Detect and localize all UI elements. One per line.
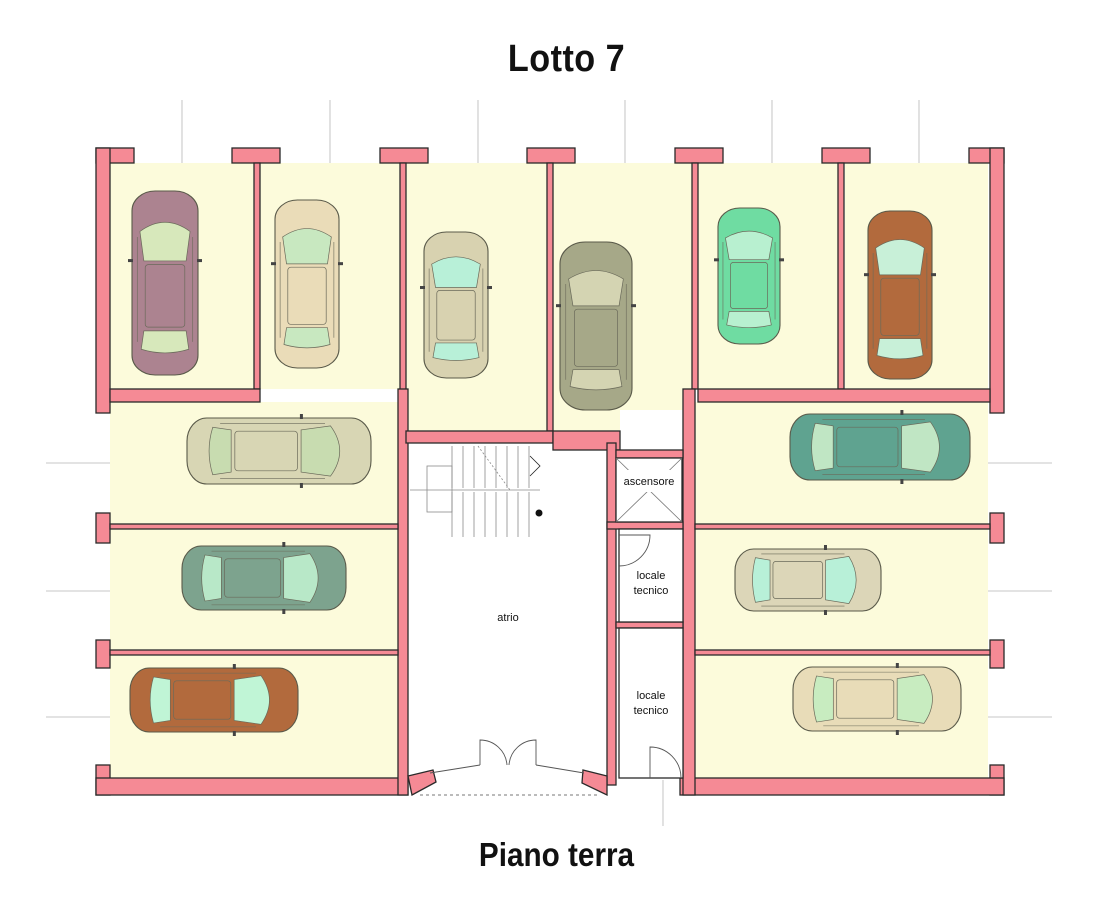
wall-segment [405,430,554,444]
locale-tecnico-2-line2: tecnico [634,705,669,717]
stair-dot [535,509,543,517]
wall-segment [397,388,409,796]
wall-segment [606,442,617,786]
entrance-jamb-left [407,769,437,796]
car-6 [864,210,936,380]
car-3 [420,231,492,379]
wall-segment [95,147,111,414]
parked-cars [128,190,971,736]
wall-segment [691,162,699,390]
wall-segment [526,147,576,164]
car-8 [789,410,971,484]
stair-well [426,465,453,513]
wall-segment [379,147,429,164]
wall-segment [989,512,1005,544]
car-11 [129,664,299,736]
door-locale-tecnico-1 [618,534,651,567]
car-9 [181,542,347,614]
car-4 [556,241,636,411]
wall-segment [674,147,724,164]
wall-segment [95,639,111,669]
locale-tecnico-2: locale tecnico [618,627,684,779]
stair-arrow [529,455,541,477]
locale-tecnico-1: locale tecnico [618,528,684,623]
wall-segment [989,147,1005,414]
car-5 [714,207,784,345]
locale-tecnico-1-line1: locale [637,570,666,582]
staircase [410,445,543,537]
wall-segment [552,430,621,451]
locale-tecnico-1-line2: tecnico [634,585,669,597]
car-7 [186,414,372,488]
entrance-jamb-right [581,769,608,797]
wall-segment [399,162,407,394]
page-title: Lotto 7 [507,38,626,80]
wall-segment [109,649,399,656]
wall-segment [95,512,111,544]
wall-segment [109,523,399,530]
stair-diagonal [477,445,511,491]
wall-segment [694,649,991,656]
wall-segment [679,777,1005,796]
wall-segment [682,388,696,796]
car-1 [128,190,202,376]
ascensore-label: ascensore [624,476,675,488]
atrio-floor [408,443,607,795]
wall-segment [546,162,554,432]
wall-segment [989,639,1005,669]
wall-segment [615,621,684,629]
walls [95,147,1005,797]
wall-segment [109,388,261,403]
wall-segment [821,147,871,164]
car-2 [271,199,343,369]
wall-segment [231,147,281,164]
wall-segment [694,523,991,530]
atrio-label: atrio [497,612,518,624]
elevator-shaft: ascensore [615,457,683,523]
door-entrance-left [479,739,508,766]
car-10 [734,545,882,615]
doors [420,534,682,796]
car-12 [792,663,962,735]
wall-segment [615,449,684,459]
wall-segment [697,388,991,403]
locale-tecnico-2-line1: locale [637,690,666,702]
wall-segment [606,521,684,530]
wall-segment [837,162,845,390]
dimension-guide-lines [46,100,1052,826]
door-locale-tecnico-2 [649,746,682,779]
wall-segment [253,162,261,390]
page-subtitle: Piano terra [478,836,635,873]
door-entrance-right [508,739,537,766]
wall-segment [95,777,409,796]
